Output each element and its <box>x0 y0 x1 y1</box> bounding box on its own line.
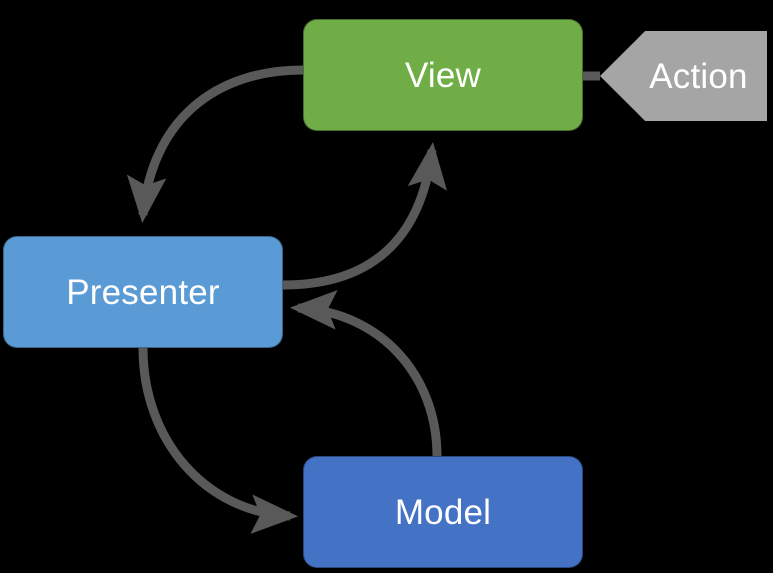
node-view-label: View <box>404 55 482 95</box>
connector-view-to-presenter <box>126 65 304 224</box>
connector-model-to-presenter <box>289 290 442 457</box>
connector-presenter-to-view <box>282 141 448 290</box>
node-view[interactable]: View <box>303 19 583 131</box>
node-presenter[interactable]: Presenter <box>3 236 283 348</box>
node-model[interactable]: Model <box>303 456 583 568</box>
node-action[interactable]: Action <box>600 31 767 121</box>
node-action-label: Action <box>649 56 748 96</box>
node-model-label: Model <box>394 492 492 532</box>
node-presenter-label: Presenter <box>66 272 220 312</box>
connector-presenter-to-model <box>138 347 299 534</box>
